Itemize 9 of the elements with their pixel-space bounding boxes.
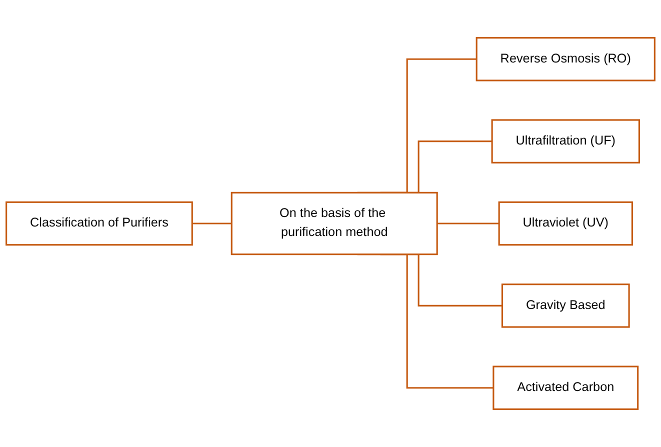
connector (437, 222, 500, 224)
node-box: Reverse Osmosis (RO) (476, 37, 656, 82)
node-box: Ultraviolet (UV) (498, 201, 633, 246)
node-box: Gravity Based (501, 284, 630, 328)
node-box: Activated Carbon (492, 366, 639, 410)
node-box: Classification of Purifiers (6, 201, 193, 246)
node-box: On the basis of the purification method (230, 192, 438, 256)
connector (192, 222, 232, 224)
node-box: Ultrafiltration (UF) (491, 119, 640, 164)
